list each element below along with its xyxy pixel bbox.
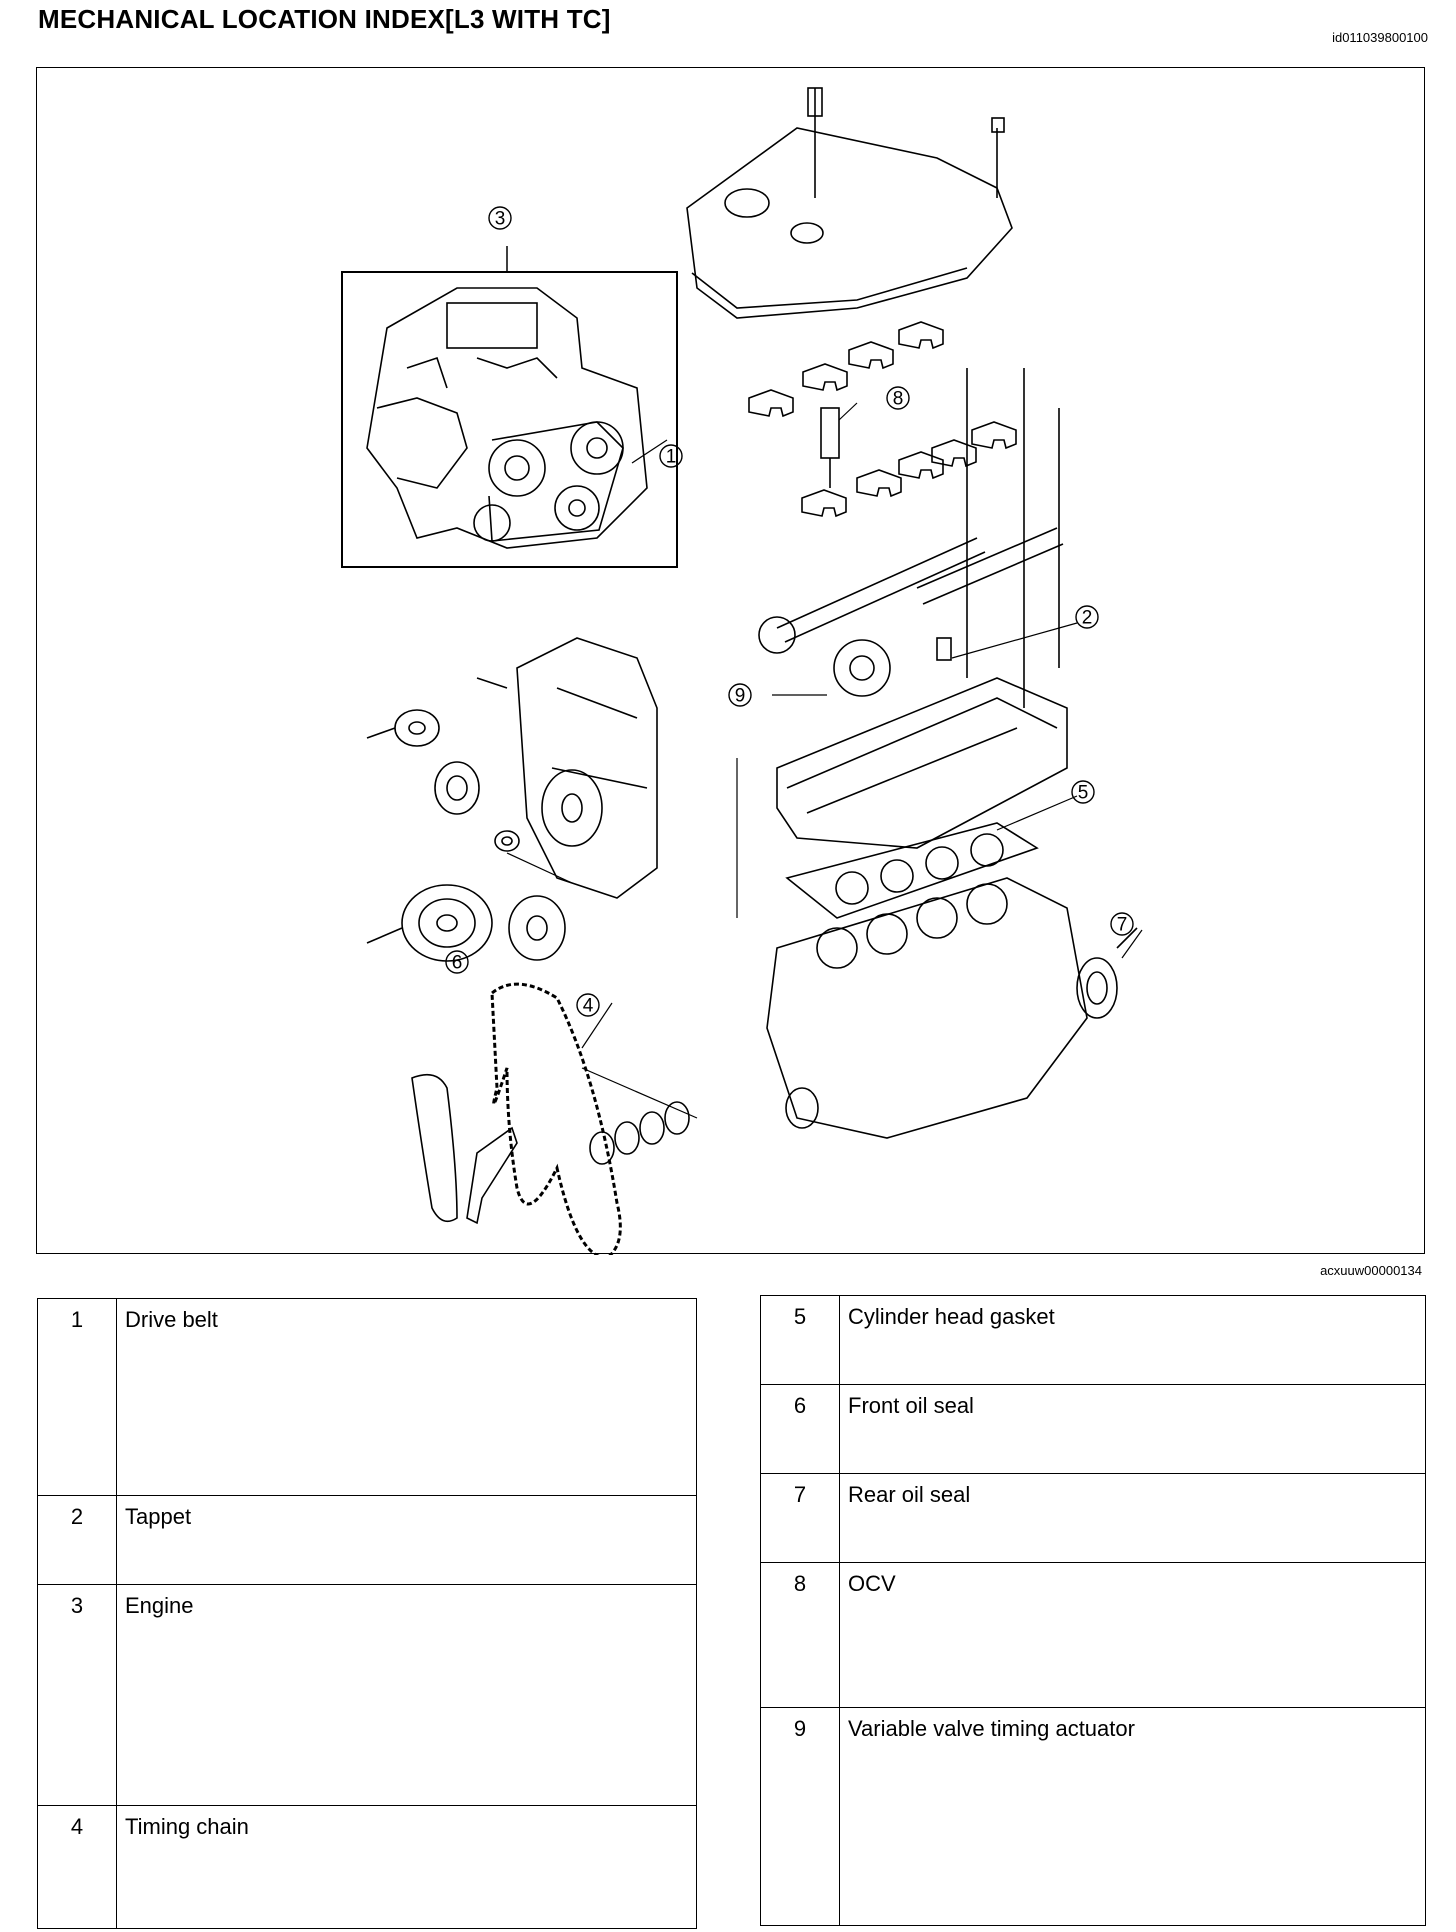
part-number: 6 bbox=[760, 1384, 840, 1474]
callout-circles bbox=[445, 206, 1134, 1017]
table-row: 8 OCV bbox=[760, 1562, 1426, 1708]
part-number: 5 bbox=[760, 1295, 840, 1385]
part-name: Drive belt bbox=[116, 1298, 697, 1496]
callout-9: 9 bbox=[735, 686, 746, 707]
cylinder-head bbox=[776, 368, 1068, 849]
part-name: Timing chain bbox=[116, 1805, 697, 1929]
part-name: Front oil seal bbox=[839, 1384, 1426, 1474]
callout-5: 5 bbox=[1078, 783, 1089, 804]
table-row: 7 Rear oil seal bbox=[760, 1473, 1426, 1563]
pulleys bbox=[366, 709, 566, 962]
timing-chain bbox=[490, 982, 622, 1255]
callout-8: 8 bbox=[893, 389, 904, 410]
table-row: 4 Timing chain bbox=[37, 1805, 697, 1929]
camshaft-caps bbox=[748, 321, 1017, 518]
document-id: id011039800100 bbox=[1332, 30, 1428, 45]
part-number: 8 bbox=[760, 1562, 840, 1708]
front-oil-seal bbox=[494, 830, 520, 852]
crankshaft-sprockets bbox=[589, 1087, 819, 1165]
callout-1: 1 bbox=[666, 447, 677, 468]
callout-6: 6 bbox=[452, 953, 463, 974]
table-row: 5 Cylinder head gasket bbox=[760, 1295, 1426, 1385]
rear-oil-seal bbox=[1076, 927, 1138, 1019]
engine-inset-frame bbox=[341, 271, 678, 568]
leader-lines bbox=[506, 402, 1143, 1119]
part-name: Rear oil seal bbox=[839, 1473, 1426, 1563]
part-number: 9 bbox=[760, 1707, 840, 1926]
exploded-engine-diagram: 1 2 3 4 5 6 7 8 9 bbox=[36, 67, 1425, 1255]
chain-guides bbox=[411, 1073, 518, 1225]
parts-table-right: 5 Cylinder head gasket 6 Front oil seal … bbox=[760, 1295, 1426, 1926]
part-number: 3 bbox=[37, 1584, 117, 1806]
table-row: 2 Tappet bbox=[37, 1495, 697, 1585]
part-name: Engine bbox=[116, 1584, 697, 1806]
ocv-part bbox=[820, 407, 840, 488]
engine-illustration: 1 2 3 4 5 6 7 8 9 bbox=[341, 87, 1143, 1255]
table-row: 6 Front oil seal bbox=[760, 1384, 1426, 1474]
table-row: 1 Drive belt bbox=[37, 1298, 697, 1496]
figure-id: acxuuw00000134 bbox=[1320, 1263, 1422, 1278]
engine-assembly-sketch bbox=[366, 287, 648, 549]
part-name: Tappet bbox=[116, 1495, 697, 1585]
table-row: 3 Engine bbox=[37, 1584, 697, 1806]
camshafts bbox=[758, 527, 1064, 697]
callout-3: 3 bbox=[495, 209, 506, 230]
timing-chain-cover bbox=[476, 637, 658, 899]
callout-4: 4 bbox=[583, 996, 594, 1017]
cylinder-head-gasket bbox=[785, 822, 1039, 919]
part-name: Cylinder head gasket bbox=[839, 1295, 1426, 1385]
part-name: Variable valve timing actuator bbox=[839, 1707, 1426, 1926]
part-number: 4 bbox=[37, 1805, 117, 1929]
part-number: 7 bbox=[760, 1473, 840, 1563]
callout-7: 7 bbox=[1117, 915, 1128, 936]
table-row: 9 Variable valve timing actuator bbox=[760, 1707, 1426, 1926]
page-title: MECHANICAL LOCATION INDEX[L3 WITH TC] bbox=[38, 4, 611, 34]
cylinder-head-cover bbox=[686, 87, 1013, 319]
part-number: 1 bbox=[37, 1298, 117, 1496]
part-number: 2 bbox=[37, 1495, 117, 1585]
parts-table-left: 1 Drive belt 2 Tappet 3 Engine 4 Timing … bbox=[37, 1298, 697, 1929]
cylinder-block bbox=[766, 877, 1088, 1139]
callout-2: 2 bbox=[1082, 608, 1093, 629]
part-name: OCV bbox=[839, 1562, 1426, 1708]
